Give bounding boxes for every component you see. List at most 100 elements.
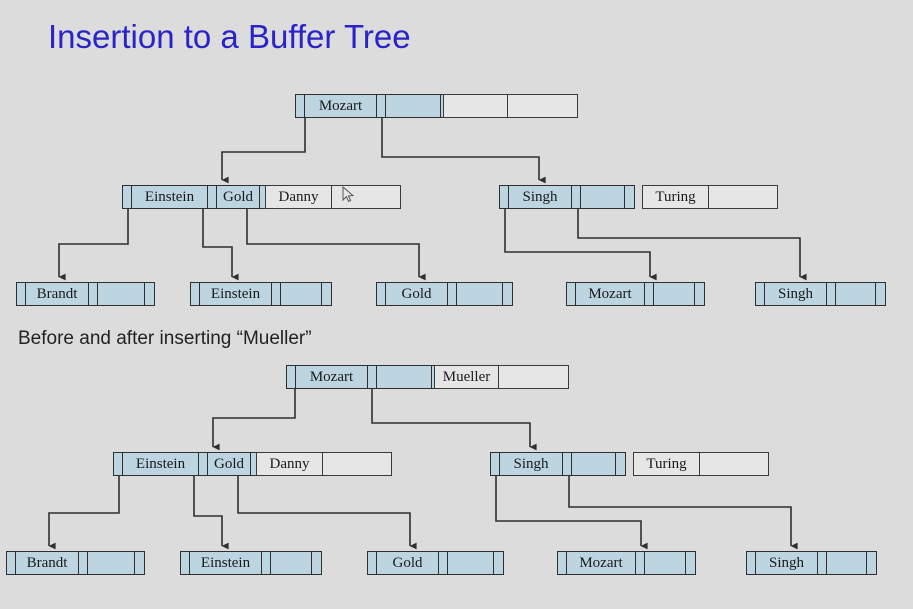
before-internal-left-buffer-slot-0: Danny — [266, 186, 332, 208]
after-leaf-3-pointer-1 — [636, 552, 645, 574]
after-internal-right-buffer[interactable]: Turing — [633, 452, 769, 476]
before-leaf-3-pointer-2 — [695, 283, 704, 305]
before-internal-right-buffer[interactable]: Turing — [642, 185, 778, 209]
after-leaf-4-pointer-0 — [747, 552, 756, 574]
before-internal-left-node[interactable]: Einstein Gold — [122, 185, 270, 209]
before-leaf-node-2[interactable]: Gold — [376, 282, 513, 306]
before-root-pointer-0 — [296, 95, 305, 117]
before-leaf-0-pointer-0 — [17, 283, 26, 305]
before-root-key-1 — [386, 95, 441, 117]
before-leaf-3-pointer-1 — [645, 283, 654, 305]
after-internal-right-node[interactable]: Singh — [490, 452, 626, 476]
before-leaf-node-0[interactable]: Brandt — [16, 282, 155, 306]
before-internal-left-buffer[interactable]: Danny — [265, 185, 401, 209]
mouse-pointer-icon — [342, 186, 355, 203]
after-leaf-3-key: Mozart — [567, 552, 636, 574]
after-root-key-1 — [377, 366, 432, 388]
after-leaf-4-pointer-2 — [867, 552, 876, 574]
after-root-pointer-1 — [368, 366, 377, 388]
before-root-pointer-1 — [377, 95, 386, 117]
before-root-buffer[interactable] — [443, 94, 578, 118]
before-internal-right-buffer-slot-1 — [709, 186, 775, 208]
before-leaf-1-key: Einstein — [200, 283, 272, 305]
after-internal-right-buffer-slot-1 — [700, 453, 766, 475]
after-leaf-1-key: Einstein — [190, 552, 262, 574]
after-root-key-0: Mozart — [296, 366, 368, 388]
before-leaf-node-4[interactable]: Singh — [755, 282, 886, 306]
before-leaf-3-pointer-0 — [567, 283, 576, 305]
before-internal-right-pointer-2 — [625, 186, 634, 208]
after-leaf-2-key: Gold — [377, 552, 439, 574]
after-leaf-node-0[interactable]: Brandt — [6, 551, 145, 575]
after-leaf-1-slot — [271, 552, 312, 574]
after-internal-left-buffer-slot-0: Danny — [257, 453, 323, 475]
before-leaf-node-1[interactable]: Einstein — [190, 282, 332, 306]
before-leaf-4-pointer-2 — [876, 283, 885, 305]
after-internal-left-buffer[interactable]: Danny — [256, 452, 392, 476]
before-internal-right-pointer-0 — [500, 186, 509, 208]
after-root-buffer-slot-0: Mueller — [435, 366, 499, 388]
after-leaf-node-3[interactable]: Mozart — [557, 551, 696, 575]
after-leaf-node-1[interactable]: Einstein — [180, 551, 322, 575]
before-leaf-0-pointer-1 — [89, 283, 98, 305]
after-leaf-3-slot — [645, 552, 686, 574]
after-root-pointer-0 — [287, 366, 296, 388]
before-internal-left-key-1: Gold — [217, 186, 260, 208]
after-leaf-2-slot — [448, 552, 494, 574]
after-leaf-2-pointer-1 — [439, 552, 448, 574]
figure-caption: Before and after inserting “Mueller” — [18, 328, 312, 349]
before-leaf-3-key: Mozart — [576, 283, 645, 305]
before-leaf-4-pointer-1 — [827, 283, 836, 305]
after-internal-right-pointer-0 — [491, 453, 500, 475]
before-root-buffer-slot-1 — [508, 95, 577, 117]
before-leaf-1-pointer-1 — [272, 283, 281, 305]
before-internal-right-node[interactable]: Singh — [499, 185, 635, 209]
before-leaf-2-pointer-1 — [448, 283, 457, 305]
after-leaf-0-pointer-2 — [135, 552, 144, 574]
after-leaf-3-pointer-2 — [686, 552, 695, 574]
after-leaf-node-2[interactable]: Gold — [367, 551, 504, 575]
before-leaf-2-pointer-2 — [503, 283, 512, 305]
after-leaf-node-4[interactable]: Singh — [746, 551, 877, 575]
after-leaf-1-pointer-2 — [312, 552, 321, 574]
before-root-node[interactable]: Mozart — [295, 94, 451, 118]
after-internal-left-key-1: Gold — [208, 453, 251, 475]
after-leaf-4-pointer-1 — [818, 552, 827, 574]
after-internal-left-buffer-slot-1 — [323, 453, 389, 475]
after-leaf-2-pointer-0 — [368, 552, 377, 574]
before-leaf-3-slot — [654, 283, 695, 305]
before-leaf-1-slot — [281, 283, 322, 305]
after-leaf-0-pointer-1 — [79, 552, 88, 574]
before-leaf-0-key: Brandt — [26, 283, 89, 305]
before-internal-right-key-0: Singh — [509, 186, 572, 208]
before-leaf-4-slot — [836, 283, 876, 305]
before-leaf-1-pointer-2 — [322, 283, 331, 305]
after-internal-left-key-0: Einstein — [123, 453, 199, 475]
before-internal-left-pointer-0 — [123, 186, 132, 208]
after-root-buffer-slot-1 — [499, 366, 568, 388]
after-leaf-0-key: Brandt — [16, 552, 79, 574]
before-leaf-0-pointer-2 — [145, 283, 154, 305]
before-leaf-1-pointer-0 — [191, 283, 200, 305]
before-internal-left-key-0: Einstein — [132, 186, 208, 208]
after-internal-right-key-0: Singh — [500, 453, 563, 475]
before-leaf-0-slot — [98, 283, 145, 305]
before-leaf-2-slot — [457, 283, 503, 305]
before-root-key-0: Mozart — [305, 95, 377, 117]
before-leaf-node-3[interactable]: Mozart — [566, 282, 705, 306]
before-root-buffer-slot-0 — [444, 95, 508, 117]
before-internal-right-key-1 — [581, 186, 625, 208]
after-internal-left-node[interactable]: Einstein Gold — [113, 452, 261, 476]
before-internal-left-pointer-1 — [208, 186, 217, 208]
after-leaf-4-key: Singh — [756, 552, 818, 574]
after-leaf-3-pointer-0 — [558, 552, 567, 574]
after-internal-right-buffer-slot-0: Turing — [634, 453, 700, 475]
before-leaf-2-pointer-0 — [377, 283, 386, 305]
after-root-node[interactable]: Mozart — [286, 365, 442, 389]
before-internal-left-pointer-2 — [260, 186, 269, 208]
after-root-buffer[interactable]: Mueller — [434, 365, 569, 389]
after-leaf-1-pointer-0 — [181, 552, 190, 574]
after-internal-left-pointer-0 — [114, 453, 123, 475]
after-internal-right-key-1 — [572, 453, 616, 475]
